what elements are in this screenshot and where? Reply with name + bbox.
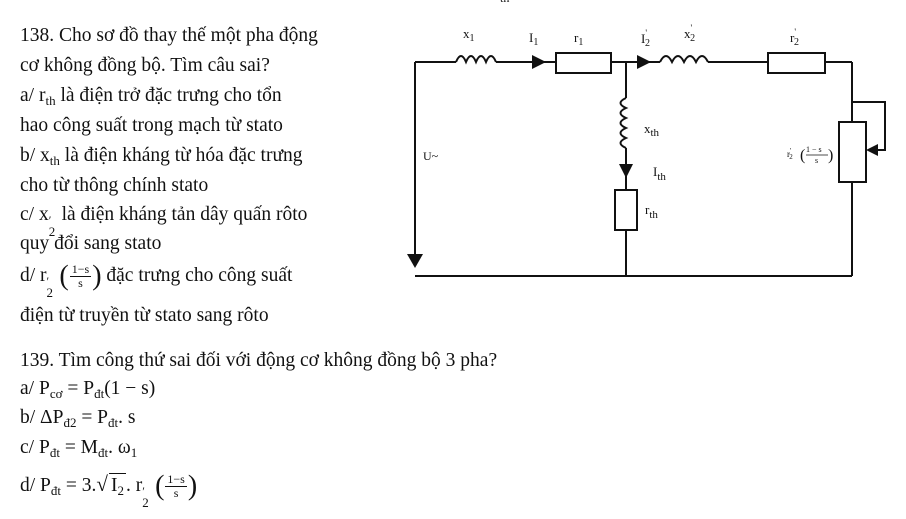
q139-option-a: a/ Pcơ = Pđt(1 − s) bbox=[20, 378, 156, 401]
rth-resistor bbox=[614, 189, 638, 231]
r2p-resistor bbox=[767, 52, 826, 74]
math-symbol: x bbox=[38, 204, 49, 225]
label-r2p: r'2 bbox=[790, 27, 799, 48]
svg-text:(: ( bbox=[800, 147, 805, 164]
option-label: b/ bbox=[20, 145, 36, 166]
right-paren: ) bbox=[92, 260, 102, 292]
q139-option-c: c/ Pđt = Mđt. ω1 bbox=[20, 437, 138, 460]
label-x2p: x'2 bbox=[684, 23, 695, 44]
option-label: c/ bbox=[20, 204, 35, 225]
math-subscript: 2 bbox=[48, 224, 56, 239]
option-text: là điện kháng từ hóa đặc trưng bbox=[64, 145, 303, 166]
label-I2p: I'2 bbox=[641, 28, 650, 49]
label-load: r'2 ( 1 − s s ) bbox=[787, 145, 833, 165]
math-symbol: x bbox=[40, 145, 50, 166]
option-text: đặc trưng cho công suất bbox=[106, 264, 293, 286]
option-label: d/ bbox=[20, 475, 36, 496]
q138-line-1: 138. Cho sơ đồ thay thế một pha động bbox=[20, 25, 318, 46]
option-label: a/ bbox=[20, 85, 35, 106]
xth-inductor bbox=[619, 97, 629, 149]
label-xth: xth bbox=[644, 121, 660, 139]
q139-title: 139. Tìm công thứ sai đối với động cơ kh… bbox=[20, 350, 498, 371]
label-Ith: Ith bbox=[653, 164, 666, 183]
left-paren: ( bbox=[59, 260, 69, 292]
x1-inductor bbox=[455, 55, 497, 65]
right-paren: ) bbox=[187, 470, 198, 502]
math-superscript: ′ bbox=[48, 213, 52, 227]
x2p-inductor bbox=[659, 55, 709, 65]
svg-text:): ) bbox=[828, 147, 833, 164]
q138-line-10: điện từ truyền từ stato sang rôto bbox=[20, 305, 269, 326]
math-symbol: r bbox=[40, 264, 47, 286]
q138-line-4: hao công suất trong mạch từ stato bbox=[20, 115, 283, 136]
option-label: b/ bbox=[20, 407, 36, 428]
q138-option-a: a/ rth là điện trở đặc trưng cho tổn bbox=[20, 84, 390, 113]
q138-line-6: cho từ thông chính stato bbox=[20, 175, 209, 196]
label-r1: r1 bbox=[574, 30, 583, 48]
math-subscript: 2 bbox=[46, 284, 54, 300]
sqrt-symbol: √ bbox=[96, 472, 108, 496]
math-superscript: ′ bbox=[46, 273, 50, 288]
left-paren: ( bbox=[155, 470, 165, 502]
option-label: a/ bbox=[20, 378, 35, 399]
rheostat-arrow bbox=[866, 144, 878, 156]
label-I1: I1 bbox=[529, 30, 538, 48]
r1-resistor bbox=[555, 52, 612, 74]
sqrt-content: I2 bbox=[108, 473, 126, 503]
rheostat-wire bbox=[852, 101, 886, 151]
arrow-I2p bbox=[637, 55, 651, 69]
label-rth: rth bbox=[645, 202, 658, 221]
arrow-Ith bbox=[619, 164, 633, 178]
load-resistor bbox=[838, 121, 867, 183]
option-text: là điện trở đặc trưng cho tổn bbox=[60, 85, 282, 106]
svg-text:1 − s: 1 − s bbox=[806, 145, 822, 154]
math-subscript: th bbox=[45, 93, 56, 108]
arrow-I1 bbox=[532, 55, 546, 69]
arrow-U bbox=[407, 254, 423, 268]
label-x1: x1 bbox=[463, 26, 475, 44]
cropped-text-fragment: th bbox=[500, 0, 509, 6]
q138-line-2: cơ không đồng bộ. Tìm câu sai? bbox=[20, 55, 270, 76]
q138-option-b: b/ xth là điện kháng từ hóa đặc trưng bbox=[20, 144, 390, 173]
q138-line-8: quy đổi sang stato bbox=[20, 233, 162, 254]
option-label: c/ bbox=[20, 437, 35, 458]
svg-text:s: s bbox=[815, 156, 818, 165]
math-symbol: r bbox=[38, 85, 46, 106]
q138-option-c: c/ x′2 là điện kháng tản dây quấn rôto bbox=[20, 203, 390, 239]
label-U: U~ bbox=[423, 149, 439, 163]
q139-option-b: b/ ΔPđ2 = Pđt. s bbox=[20, 407, 136, 430]
svg-text:r'2: r'2 bbox=[787, 147, 793, 161]
math-subscript: th bbox=[49, 153, 60, 168]
option-text: là điện kháng tản dây quấn rôto bbox=[61, 204, 308, 225]
option-label: d/ bbox=[20, 264, 36, 286]
